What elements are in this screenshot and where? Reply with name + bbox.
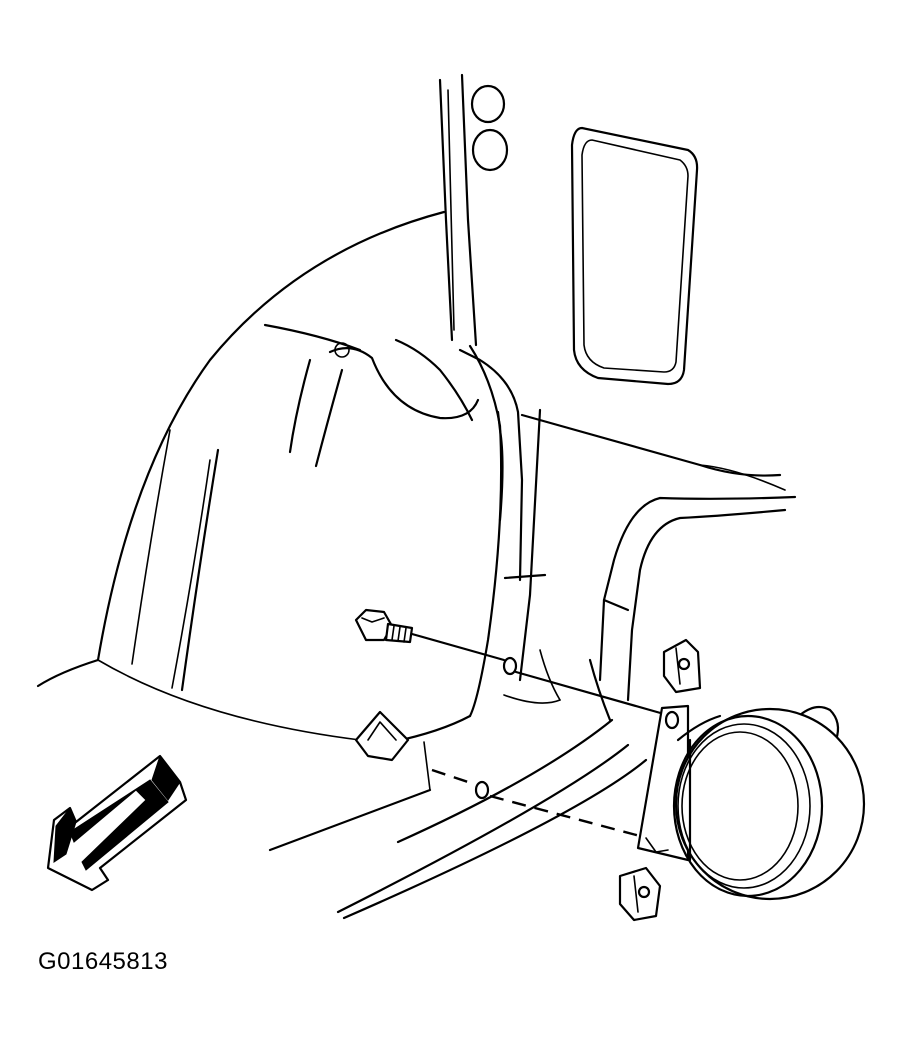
front-direction-arrow-icon: [46, 754, 188, 892]
fender-liner: [36, 210, 446, 744]
body-panel-opening: [570, 126, 699, 386]
body-pillar: [438, 73, 509, 347]
retainer-clip: [354, 710, 410, 762]
mounting-bolt: [354, 608, 414, 644]
front-bumper-frame: [268, 413, 797, 920]
figure-id-label: G01645813: [38, 948, 168, 975]
splash-shield: [328, 338, 547, 744]
fog-lamp-assembly: [618, 638, 866, 922]
alignment-lines: [410, 632, 666, 838]
